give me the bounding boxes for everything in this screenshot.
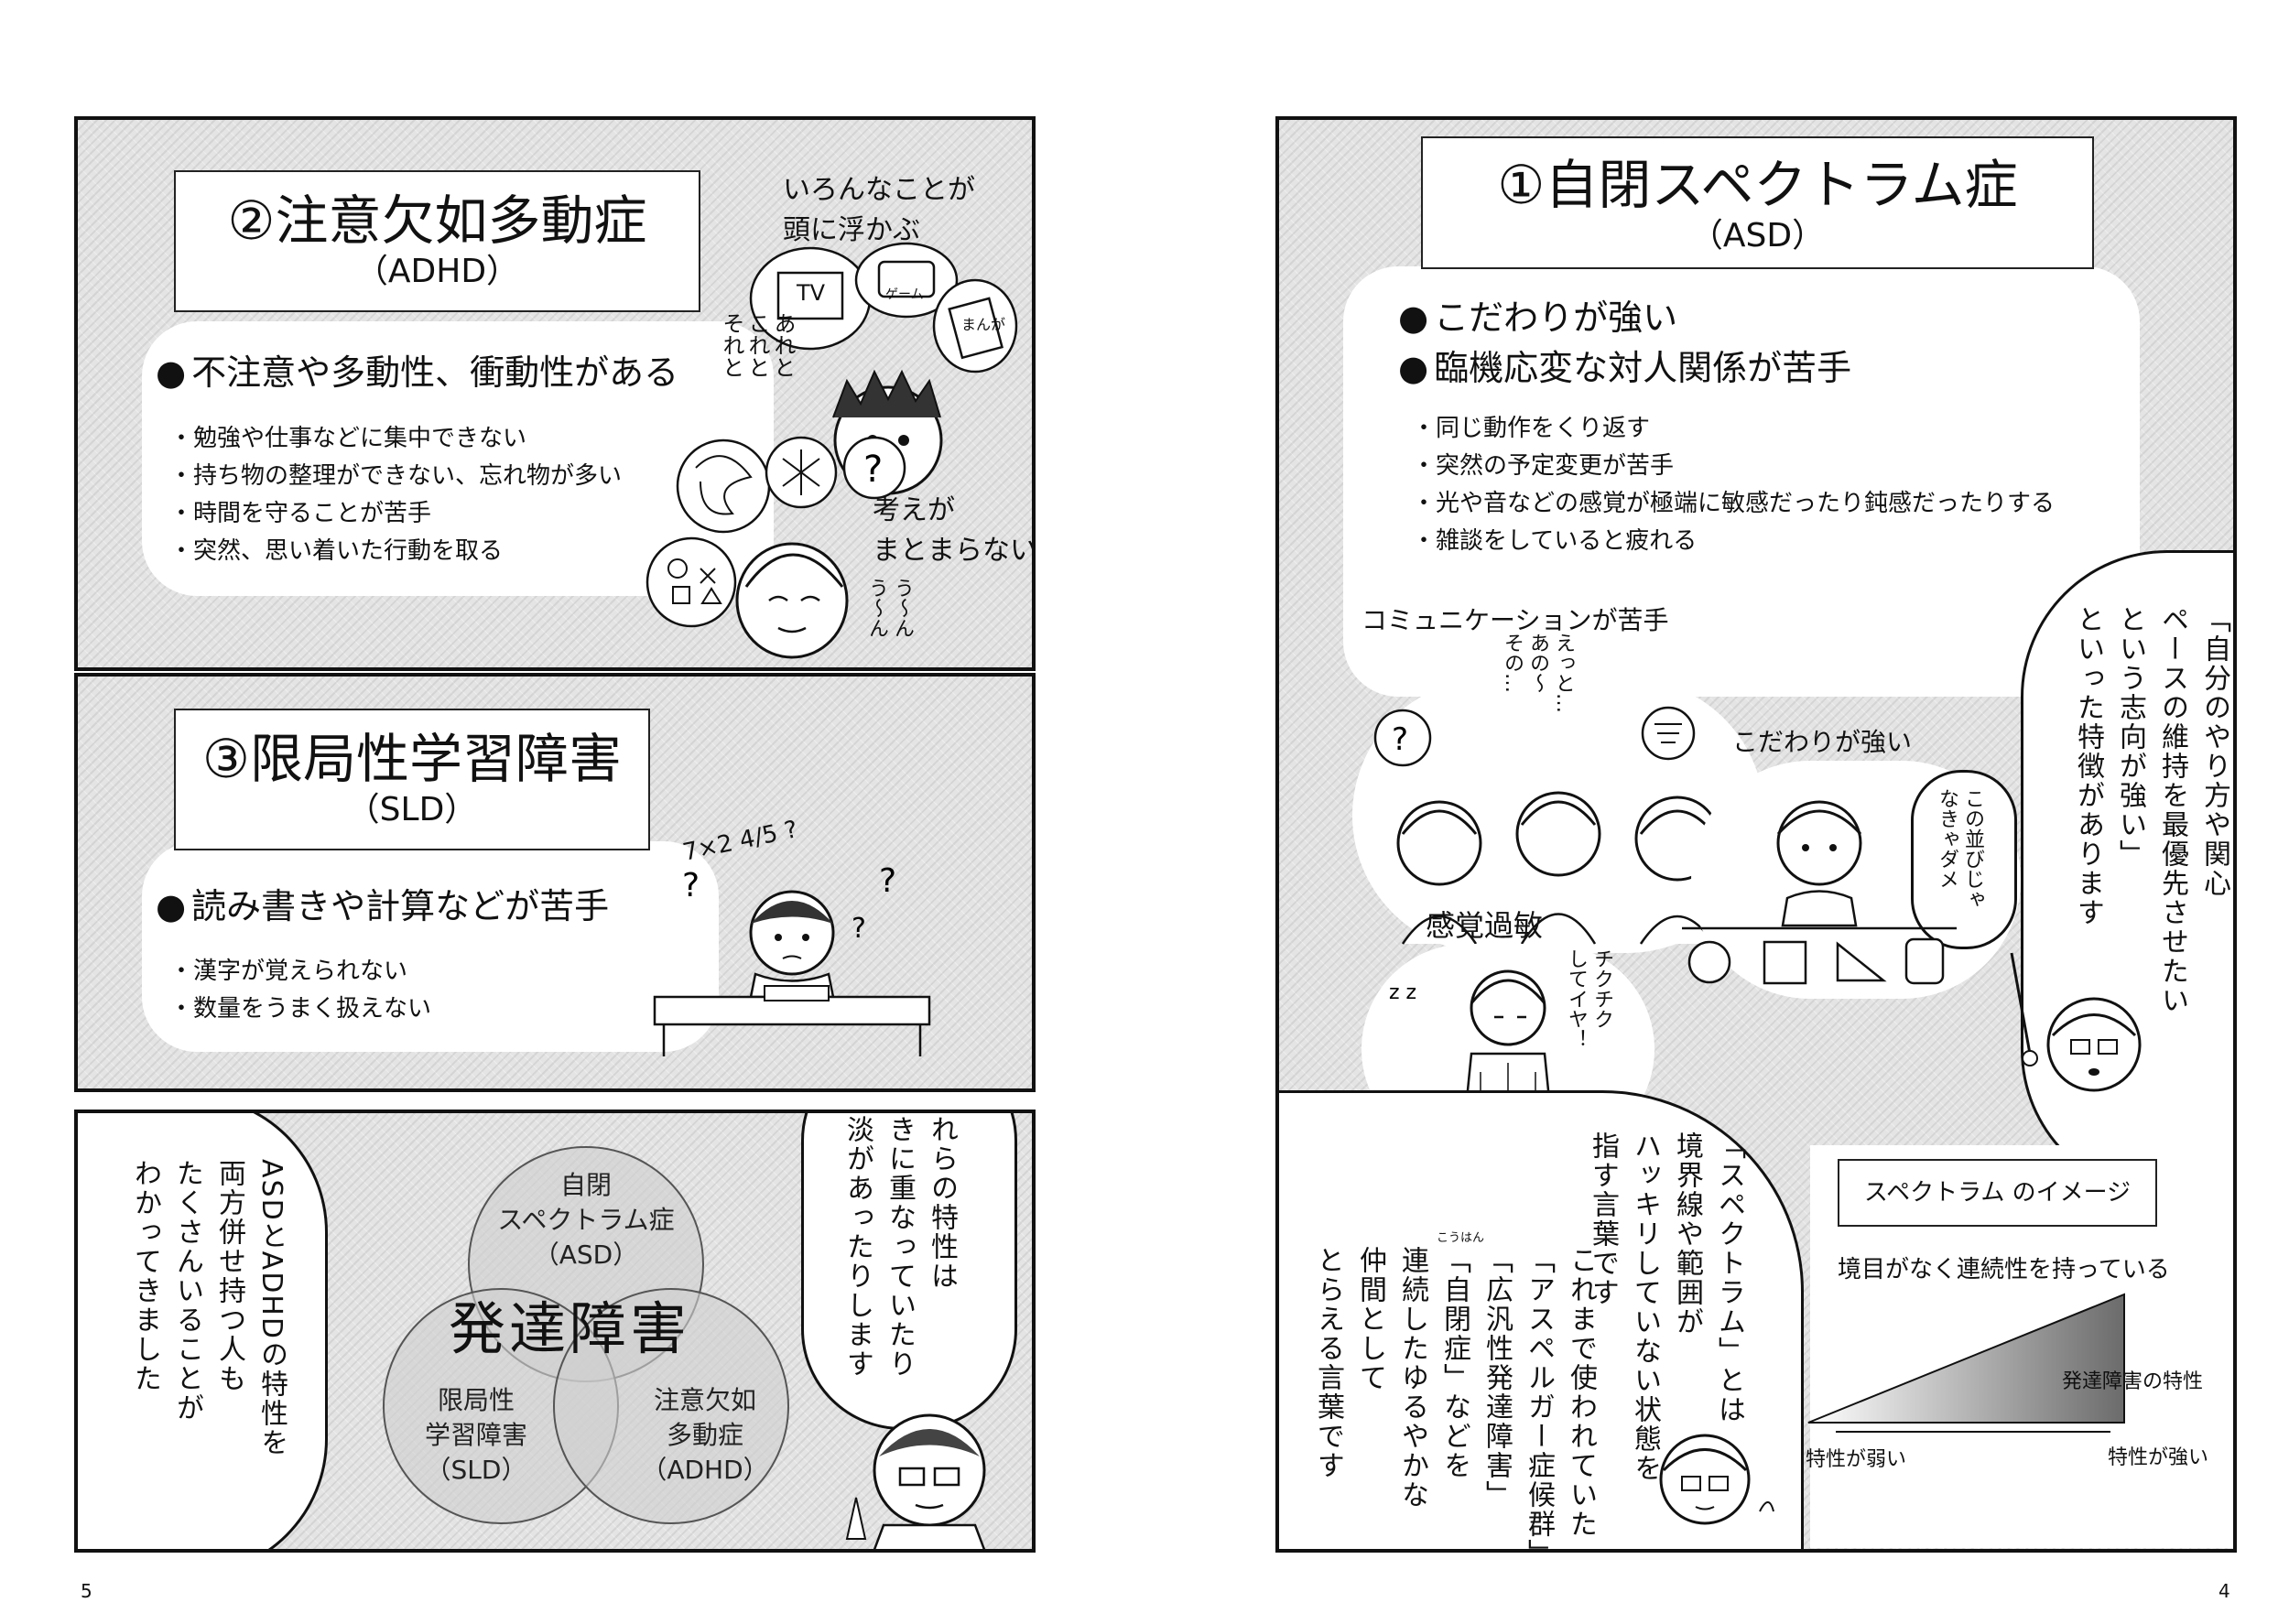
spectrum-label: 発達障害の特性 — [2062, 1370, 2204, 1393]
adhd-panel: ②注意欠如多動症 （ADHD） 不注意や多動性、衝動性がある 勉強や仕事などに集… — [74, 116, 1036, 671]
svg-text:?: ? — [682, 867, 700, 904]
list-item: 同じ動作をくり返す — [1412, 410, 2055, 448]
spectrum-image-box: スペクトラム のイメージ — [1838, 1159, 2157, 1227]
adhd-game-label: ゲーム — [885, 287, 924, 302]
doctor-illustration-right — [2010, 952, 2142, 1092]
venn-bubble-right — [801, 1113, 1017, 1430]
svg-text:?: ? — [1392, 721, 1408, 758]
sld-bullet: 読み書きや計算などが苦手 — [156, 878, 609, 928]
spectrum-strong: 特性が強い — [2108, 1446, 2209, 1469]
sense-speech: チクチク してイヤ！ — [1565, 948, 1613, 1049]
venn-label-asd: 自閉 スペクトラム症 （ASD） — [497, 1170, 675, 1270]
spectrum-ruby: こうはん — [1437, 1231, 1485, 1245]
asd-panel: ①自閉スペクトラム症 （ASD） こだわりが強い 臨機応変な対人関係が苦手 同じ… — [1275, 116, 2237, 1553]
list-item: 光や音などの感覚が極端に敏感だったり鈍感だったりする — [1412, 485, 2055, 523]
list-item: 突然、思い着いた行動を取る — [169, 533, 622, 570]
asd-bullet-1: こだわりが強い — [1398, 289, 1677, 340]
list-item: 数量をうまく扱えない — [169, 991, 431, 1028]
venn-bubble-left-text: ASDとADHDの特性を 両方併せ持つ人も たくさんいることが わかってきました — [129, 1159, 287, 1457]
kodawari-speech: この並びじゃ なきゃダメ — [1936, 788, 1984, 909]
asd-caption-sense: 感覚過敏 — [1426, 908, 1544, 943]
svg-text:?: ? — [863, 449, 883, 491]
asd-bullet-2: 臨機応変な対人関係が苦手 — [1398, 340, 1851, 390]
sld-panel: ③限局性学習障害 （SLD） 読み書きや計算などが苦手 漢字が覚えられない 数量… — [74, 673, 1036, 1092]
adhd-caption-confused: 考えが まとまらない — [873, 494, 1036, 567]
right-page-number: 4 — [2218, 1580, 2230, 1602]
list-item: 持ち物の整理ができない、忘れ物が多い — [169, 458, 622, 495]
adhd-girl-illustration: ? — [645, 436, 906, 659]
spectrum-text-left: 「スペクトラム」とは 境界線や範囲が ハッキリしていない状態を 指す言葉です — [1587, 1131, 1745, 1483]
spectrum-caption: 境目がなく連続性を持っている — [1838, 1256, 2170, 1283]
adhd-uun: う〜ん う〜ん — [865, 578, 914, 638]
comm-speech: えっと… あの〜 その… — [1501, 633, 1575, 713]
spectrum-text-right: これまで使われていた 「アスペルガー症候群」 「広汎性発達障害」 「自閉症」など… — [1312, 1246, 1597, 1553]
list-item: 突然の予定変更が苦手 — [1412, 448, 2055, 485]
adhd-list: 勉強や仕事などに集中できない 持ち物の整理ができない、忘れ物が多い 時間を守るこ… — [169, 420, 622, 570]
list-item: 時間を守ることが苦手 — [169, 495, 622, 533]
adhd-are-kore: あれと これと それと — [719, 312, 796, 378]
comm-people-illustration: ? — [1373, 706, 1720, 945]
sld-title-box: ③限局性学習障害 （SLD） — [174, 709, 650, 850]
adhd-boy-illustration — [749, 242, 1018, 495]
venn-bubble-right-text: これらの特性は ときに重なっていたり 濃淡があったりします — [841, 1110, 958, 1379]
adhd-title: ②注意欠如多動症 — [227, 189, 647, 252]
adhd-caption-thoughts: いろんなことが 頭に浮かぶ — [783, 174, 975, 246]
list-item: 漢字が覚えられない — [169, 953, 431, 991]
asd-quote-bubble — [2021, 550, 2233, 1196]
venn-bubble-left — [78, 1113, 328, 1549]
spectrum-weak: 特性が弱い — [1806, 1448, 1907, 1471]
venn-label-adhd: 注意欠如 多動症 （ADHD） — [641, 1385, 769, 1485]
svg-text:z z: z z — [1389, 981, 1416, 1004]
adhd-tv-label: TV — [797, 280, 826, 306]
asd-subtitle: （ASD） — [1689, 216, 1826, 254]
asd-title-box: ①自閉スペクトラム症 （ASD） — [1421, 136, 2094, 269]
kodawari-speech-bubble — [1911, 770, 2017, 949]
asd-list: 同じ動作をくり返す 突然の予定変更が苦手 光や音などの感覚が極端に敏感だったり鈍… — [1412, 410, 2055, 560]
doctor-illustration-bottom — [1659, 1434, 1774, 1525]
svg-text:?: ? — [852, 913, 866, 945]
venn-panel: 自閉 スペクトラム症 （ASD） 限局性 学習障害 （SLD） 注意欠如 多動症… — [74, 1110, 1036, 1553]
adhd-manga-label: まんが — [961, 316, 1006, 333]
sld-title: ③限局性学習障害 — [202, 728, 622, 790]
list-item: 勉強や仕事などに集中できない — [169, 420, 622, 458]
venn-center-label: 発達障害 — [449, 1295, 691, 1362]
adhd-title-box: ②注意欠如多動症 （ADHD） — [174, 170, 700, 312]
doctor-illustration-left — [845, 1413, 986, 1549]
asd-quote-text: 「自分のやり方や関心 ペースの維持を最優先させたい という志向が強い」 といった… — [2072, 605, 2230, 1015]
spectrum-wedge — [1807, 1293, 2125, 1433]
svg-text:?: ? — [879, 862, 896, 900]
venn-diagram — [383, 1146, 789, 1524]
sld-list: 漢字が覚えられない 数量をうまく扱えない — [169, 953, 431, 1028]
venn-label-sld: 限局性 学習障害 （SLD） — [424, 1385, 527, 1485]
asd-caption-kodawari: こだわりが強い — [1732, 727, 1913, 757]
kodawari-child-illustration — [1682, 800, 1957, 985]
asd-title: ①自閉スペクトラム症 — [1497, 154, 2018, 216]
sld-boy-desk-illustration: ? ? ? — [653, 862, 931, 1056]
list-item: 雑談をしていると疲れる — [1412, 523, 2055, 560]
adhd-bullet: 不注意や多動性、衝動性がある — [156, 344, 678, 395]
sld-subtitle: （SLD） — [346, 790, 478, 828]
left-page-number: 5 — [81, 1580, 92, 1602]
asd-caption-comm: コミュニケーションが苦手 — [1361, 605, 1669, 635]
adhd-subtitle: （ADHD） — [354, 252, 520, 290]
